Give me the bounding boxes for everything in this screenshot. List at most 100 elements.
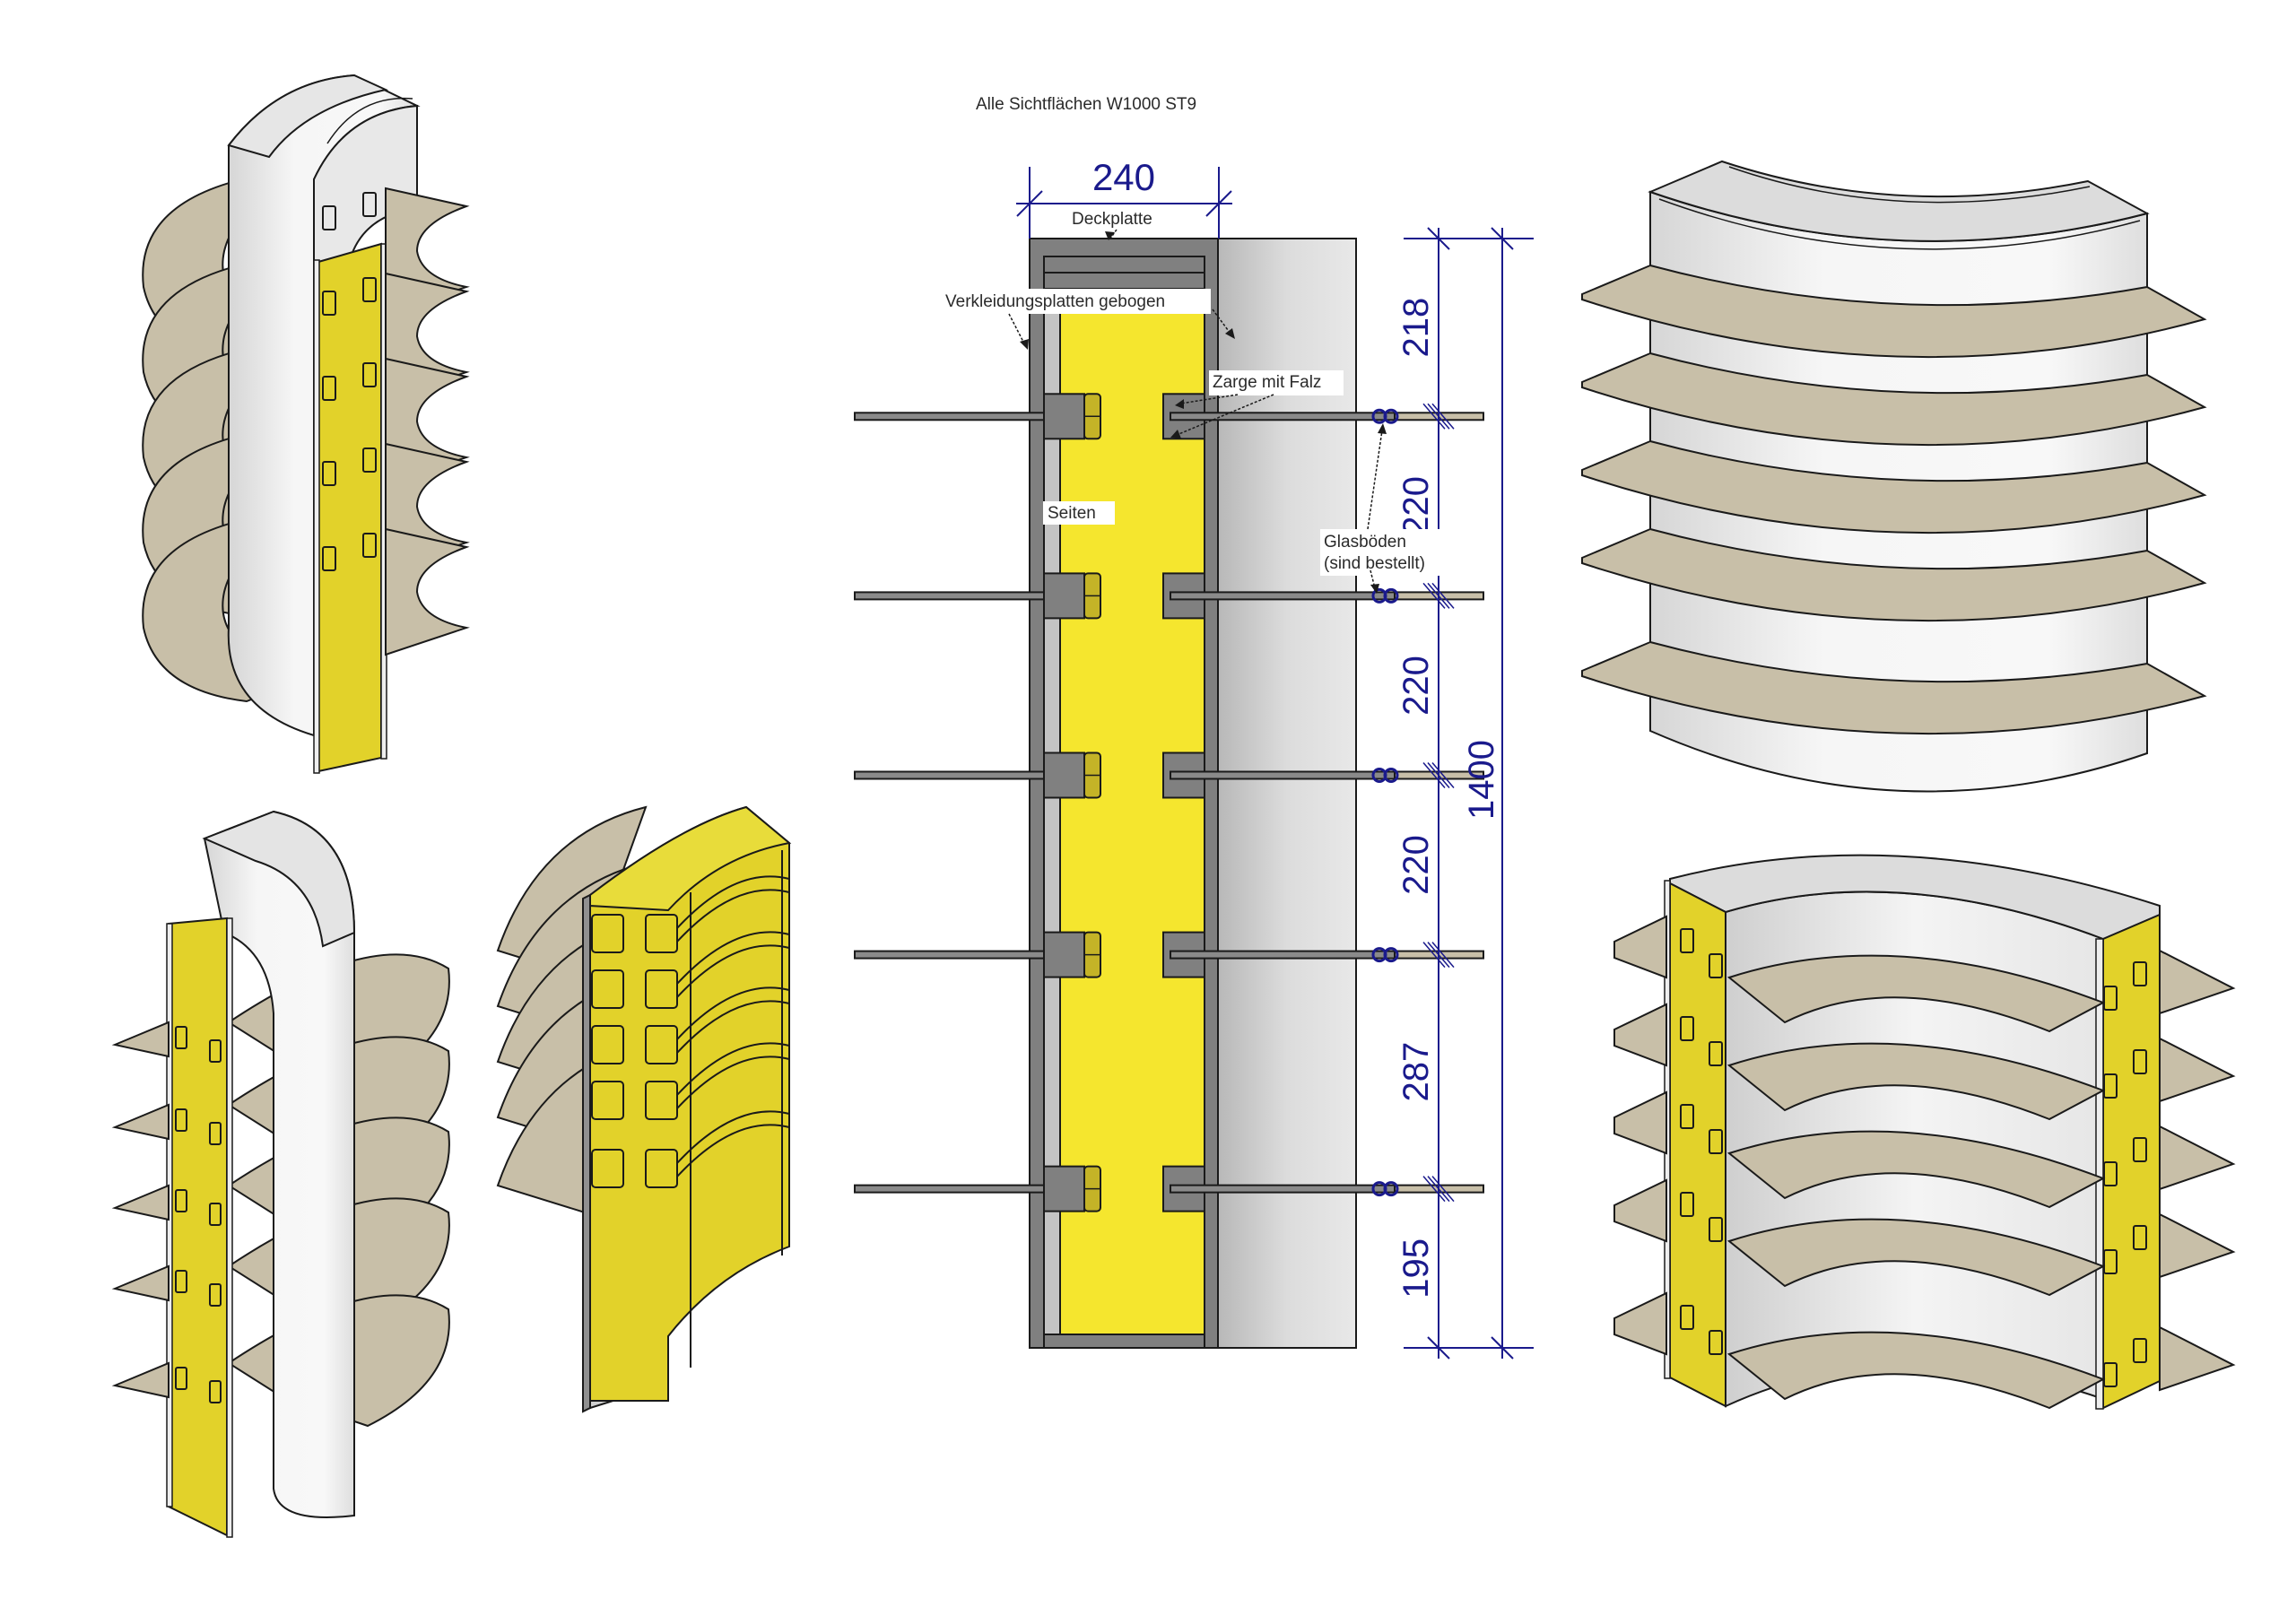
segment-dimension-value: 287: [1396, 1042, 1436, 1102]
dimension-tick: [1422, 1176, 1446, 1203]
dimension-tick: [1427, 1336, 1450, 1360]
shelf-clip-icon: [2103, 1249, 2118, 1274]
label-glasboeden-text-1: Glasböden: [1324, 533, 1406, 552]
width-dimension-value: 240: [1092, 156, 1155, 198]
bottom-plate: [1043, 1334, 1205, 1349]
glass-support-icon: [1383, 587, 1399, 604]
glass-shelf: [854, 1165, 1484, 1212]
shelf-clip-icon: [209, 1380, 222, 1403]
zarge-block-left: [1043, 931, 1085, 978]
dimension-tick: [1427, 1176, 1450, 1203]
label-deckplatte-text: Deckplatte: [1072, 210, 1152, 229]
shelf-clip-icon: [362, 192, 377, 217]
shelf-clip-icon: [2103, 1161, 2118, 1186]
shelf-clip-icon: [322, 546, 336, 571]
shelf-clip-icon: [322, 205, 336, 230]
shelf-clip-icon: [362, 447, 377, 473]
outer-shelf-right: [2159, 1325, 2236, 1392]
dimension-tick: [1431, 942, 1455, 969]
curved-rail: [676, 1124, 790, 1177]
dimension-tick: [1427, 227, 1450, 250]
shelf-clip-icon: [1709, 1129, 1723, 1154]
curved-shelf: [1581, 439, 2207, 534]
glass-shelf: [854, 931, 1484, 978]
iso-view-top-left: [142, 74, 470, 774]
shelf-clip-icon: [322, 461, 336, 486]
bracket-mid: [645, 914, 678, 953]
column-top: [202, 810, 356, 948]
outer-shelf-left: [1613, 1003, 1667, 1067]
scallop-shelf: [385, 527, 470, 656]
dimension-tick: [1431, 762, 1455, 788]
shelf-clip-icon: [1680, 1192, 1694, 1217]
dimension-tick: [1491, 227, 1514, 250]
bracket-mid: [645, 1149, 678, 1188]
shelf-clip-icon: [2103, 1362, 2118, 1387]
shelf-clip-icon: [1680, 928, 1694, 953]
dimension-tick: [1427, 762, 1450, 788]
glass-support-icon: [1383, 767, 1399, 783]
column-top-rim: [1669, 854, 2161, 941]
panel-edge: [226, 917, 233, 1538]
outer-shelf-right: [2159, 1125, 2236, 1191]
glass-support-icon: [1383, 408, 1399, 424]
shelf-clip-icon: [362, 277, 377, 302]
shelf-clip-icon: [1709, 1041, 1723, 1066]
bracket-left: [591, 1081, 624, 1120]
curved-rail: [676, 889, 790, 943]
zarge-block-left: [1043, 752, 1085, 799]
curved-rail: [676, 1042, 790, 1096]
label-glasboeden-text-2: (sind bestellt): [1324, 554, 1425, 573]
bracket-left: [591, 1025, 624, 1064]
shelf-clip-icon: [209, 1203, 222, 1226]
segment-dimension-value: 220: [1396, 476, 1436, 536]
bracket-mid: [645, 969, 678, 1009]
curved-rail: [676, 986, 790, 1040]
shelf-clip-icon: [175, 1367, 187, 1390]
left-shelf: [111, 1184, 170, 1221]
dimension-tick: [1431, 403, 1455, 430]
iso-view-bottom-right: [1613, 854, 2236, 1410]
label-zarge-text: Zarge mit Falz: [1213, 373, 1321, 392]
label-glasboeden: Glasböden (sind bestellt): [1320, 423, 1464, 594]
shelf-clip-icon: [2133, 961, 2147, 986]
shelf-right-rod: [1170, 770, 1396, 780]
curved-rail: [676, 931, 790, 985]
curved-shelf: [1581, 640, 2207, 735]
outer-shelf-left: [1613, 1178, 1667, 1243]
iso-view-bottom-left: [111, 810, 450, 1538]
curved-rail: [676, 944, 790, 998]
shelf-clip-icon: [209, 1039, 222, 1063]
left-shelf: [111, 1361, 170, 1399]
dimension-tick: [1427, 942, 1450, 969]
segment-dimension-value: 220: [1396, 835, 1436, 895]
shelf-right-rod: [1170, 412, 1396, 421]
yellow-front-panel: [168, 917, 228, 1537]
shelf-clip-icon: [2133, 1225, 2147, 1250]
bracket-mid: [645, 1081, 678, 1120]
shelf-right-rod: [1170, 1184, 1396, 1194]
shelf-right-rod: [1170, 950, 1396, 960]
bracket-left: [591, 1149, 624, 1188]
curved-rail: [676, 1056, 790, 1109]
dimension-tick: [1422, 582, 1446, 609]
shelf-clip-icon: [1680, 1104, 1694, 1129]
curved-rail: [676, 875, 790, 929]
deckplatte-plate-2: [1043, 272, 1205, 290]
glass-shelf: [854, 572, 1484, 620]
side-panel-left: [1669, 882, 1726, 1408]
shelf-clip-icon: [322, 291, 336, 316]
outer-shelf-right: [2159, 1212, 2236, 1279]
side-panel-edge: [2095, 938, 2104, 1410]
bracket-mid: [645, 1025, 678, 1064]
glass-shelf: [854, 393, 1484, 440]
iso-view-top-right: [1581, 160, 2207, 793]
dimension-tick: [1427, 582, 1450, 609]
shelf-clip-icon: [2133, 1049, 2147, 1074]
glass-support-icon: [1383, 947, 1399, 963]
segment-dimension-value: 195: [1396, 1238, 1436, 1299]
shelf-clip-icon: [1709, 1330, 1723, 1355]
iso-view-open-frame: [496, 805, 792, 1413]
outer-shelf-right: [2159, 949, 2236, 1015]
total-height-value: 1400: [1462, 740, 1501, 820]
